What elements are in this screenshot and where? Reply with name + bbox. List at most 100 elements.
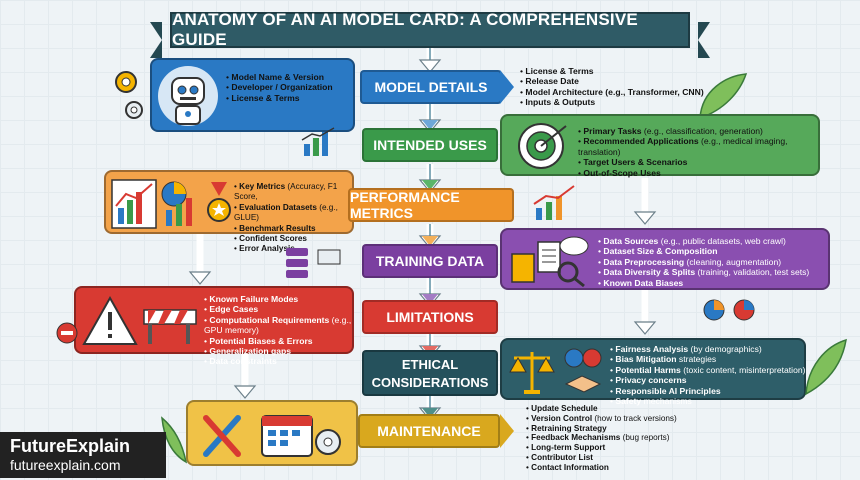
list-item: Computational Requirements: [209, 314, 330, 325]
leaf-icon: [699, 73, 748, 120]
training-data-panel: Data Sources (e.g., public datasets, web…: [500, 228, 830, 290]
list-item: Data constraints: [209, 356, 277, 367]
robot-icon: [158, 66, 218, 126]
list-item: Model Name & Version: [231, 72, 325, 82]
list-item-detail: (e.g., GLUE): [234, 202, 338, 223]
list-item: Evaluation Datasets: [239, 202, 317, 212]
limitations-panel: Known Failure Modes Edge Cases Computati…: [74, 286, 354, 366]
list-item-detail: (Accuracy, F1 Score,: [234, 182, 338, 202]
pie-chart-icon: [703, 299, 755, 321]
stage-intended-uses: INTENDED USES: [362, 128, 498, 162]
list-item: Bias Mitigation: [615, 354, 677, 365]
list-item: Safety: [615, 396, 642, 407]
stage-maintenance: MAINTENANCE: [358, 414, 500, 448]
list-item: Responsible AI Principles: [615, 385, 721, 396]
leaf-icon: [805, 338, 847, 396]
stage-label: INTENDED USES: [373, 137, 487, 153]
list-item: Fairness Analysis: [615, 344, 689, 354]
leaf-icon: [161, 416, 188, 464]
title-banner: ANATOMY OF AN AI MODEL CARD: A COMPREHEN…: [150, 10, 710, 58]
list-item: Retraining Strategy: [531, 423, 607, 433]
list-item: License & Terms: [231, 92, 300, 103]
bar-chart-icon: [301, 127, 335, 156]
stop-icon: [56, 322, 78, 344]
brand-watermark: FutureExplain futureexplain.com: [0, 432, 166, 478]
list-item-detail: (how to track versions): [592, 413, 677, 423]
list-item: Potential Biases & Errors: [209, 335, 313, 346]
stage-label: MODEL DETAILS: [374, 79, 488, 95]
list-item: Potential Harms: [615, 364, 681, 375]
stage-performance-metrics: PERFORMANCE METRICS: [348, 188, 514, 222]
model-details-panel: Model Name & Version Developer / Organiz…: [150, 58, 355, 132]
model-details-left-list: Model Name & Version Developer / Organiz…: [226, 72, 356, 103]
list-item: Recommended Applications: [583, 136, 699, 147]
stage-label: MAINTENANCE: [377, 423, 481, 439]
list-item-detail: (e.g., public datasets, web crawl): [658, 236, 786, 246]
stage-label: PERFORMANCE METRICS: [350, 189, 460, 221]
list-item: Data Sources: [603, 236, 659, 246]
warning-icon: [82, 295, 197, 345]
gear-icon: [115, 71, 143, 119]
stage-label: LIMITATIONS: [386, 309, 474, 325]
scales-icon: [509, 348, 602, 394]
list-item: Release Date: [525, 76, 579, 87]
limitations-list: Known Failure Modes Edge Cases Computati…: [204, 294, 354, 367]
stage-training-data: TRAINING DATA: [362, 244, 498, 278]
list-item: Data Preprocessing: [603, 256, 685, 267]
list-item: Generalization gaps: [209, 346, 292, 357]
list-item-detail: (cleaning, augmentation): [684, 256, 782, 267]
list-item: Primary Tasks: [583, 126, 642, 136]
list-item: Inputs & Outputs: [525, 97, 596, 108]
list-item-detail: (bug reports): [620, 433, 670, 443]
list-item-detail: mechanisms: [641, 396, 692, 407]
list-item: Contact Information: [531, 462, 609, 472]
stage-ethical-considerations: ETHICAL CONSIDERATIONS: [362, 350, 498, 396]
tools-calendar-icon: [203, 415, 341, 457]
list-item: Dataset Size & Composition: [603, 246, 718, 257]
performance-list: Key Metrics (Accuracy, F1 Score, Evaluat…: [234, 182, 354, 255]
list-item-detail: (e.g., classification, generation): [641, 126, 763, 136]
list-item: Edge Cases: [209, 304, 259, 315]
list-item: Privacy concerns: [615, 375, 687, 386]
brand-name: FutureExplain: [10, 436, 131, 456]
growth-chart-icon: [533, 185, 575, 220]
stage-limitations: LIMITATIONS: [362, 300, 498, 334]
maintenance-panel: [186, 400, 358, 466]
model-details-right-list: License & Terms Release Date Model Archi…: [520, 66, 740, 108]
training-data-list: Data Sources (e.g., public datasets, web…: [598, 236, 828, 288]
maintenance-list: Update Schedule Version Control (how to …: [526, 404, 746, 473]
list-item: Known Data Biases: [603, 277, 684, 288]
list-item-detail: (e.g., medical imaging, translation): [578, 136, 788, 157]
medal-icon: [207, 182, 231, 222]
list-item: Long-term Support: [531, 443, 606, 453]
list-item: Feedback Mechanisms: [531, 433, 621, 443]
list-item-detail: strategies: [676, 354, 717, 365]
ethical-list: Fairness Analysis (by demographics) Bias…: [610, 344, 806, 406]
stage-label-line-2: CONSIDERATIONS: [371, 375, 489, 390]
list-item: Model Architecture (e.g., Transformer, C…: [525, 86, 704, 97]
list-item-detail: (e.g., GPU memory): [204, 314, 352, 336]
list-item: Benchmark Results: [239, 223, 316, 233]
stage-model-details: MODEL DETAILS: [360, 70, 502, 104]
list-item: Data Diversity & Splits: [603, 267, 696, 278]
list-item: Known Failure Modes: [209, 294, 299, 304]
page-title: ANATOMY OF AN AI MODEL CARD: A COMPREHEN…: [172, 10, 638, 49]
data-files-icon: [511, 236, 589, 288]
intended-uses-list: Primary Tasks (e.g., classification, gen…: [578, 126, 818, 178]
list-item: Key Metrics: [239, 182, 286, 191]
arrow-right-icon: [500, 70, 514, 104]
list-item-detail: (by demographics): [688, 344, 762, 354]
intended-uses-panel: Primary Tasks (e.g., classification, gen…: [500, 114, 820, 178]
arrow-right-icon: [500, 414, 514, 448]
list-item: Update Schedule: [531, 404, 598, 413]
list-item-detail: (training, validation, test sets): [695, 267, 810, 278]
stage-label-line-1: ETHICAL: [401, 357, 459, 372]
list-item: License & Terms: [525, 66, 594, 76]
list-item: Out-of-Scope Uses: [583, 167, 661, 178]
brand-url: futureexplain.com: [10, 457, 121, 473]
performance-panel: Key Metrics (Accuracy, F1 Score, Evaluat…: [104, 170, 354, 253]
target-icon: [518, 123, 567, 169]
database-icon: [286, 248, 341, 278]
list-item: Target Users & Scenarios: [583, 157, 688, 168]
list-item-detail: (toxic content, misinterpretation): [680, 364, 806, 375]
